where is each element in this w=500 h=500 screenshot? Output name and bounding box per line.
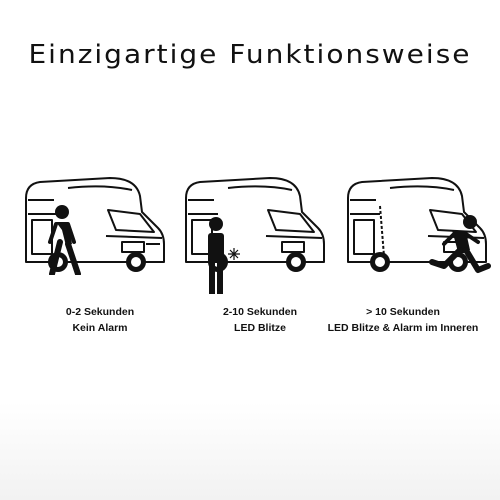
caption-status: LED Blitze & Alarm im Inneren [327,322,479,334]
caption-scene-2: 2-10 Sekunden LED Blitze [160,304,360,336]
caption-status: Kein Alarm [72,322,128,334]
motorhome-icon [185,177,325,294]
scene-no-alarm [18,170,178,275]
caption-time: 2-10 Sekunden [222,306,298,318]
led-flash-icon [228,248,240,260]
floor-gradient [0,402,500,500]
caption-time: 0-2 Sekunden [65,306,135,318]
scene-alarm-inside [340,170,500,295]
caption-time: > 10 Sekunden [366,306,440,318]
motorhome-icon [347,177,491,273]
standing-person-icon [208,217,224,294]
caption-scene-3: > 10 Sekunden LED Blitze & Alarm im Inne… [306,304,500,336]
caption-scene-1: 0-2 Sekunden Kein Alarm [0,304,200,336]
caption-status: LED Blitze [234,322,286,334]
running-person-icon [429,215,491,273]
motorhome-icon [25,177,165,275]
scene-led-flash [178,170,338,295]
walking-person-icon [48,205,81,275]
page-title: Einzigartige Funktionsweise [28,39,472,70]
